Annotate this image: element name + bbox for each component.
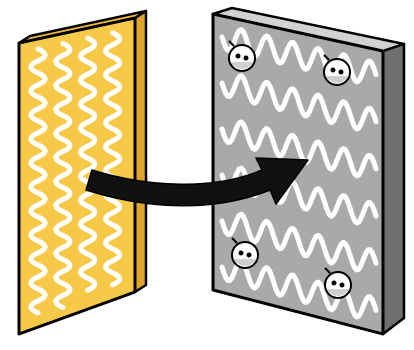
right-panel-side-face <box>381 42 406 336</box>
left-panel-side-face <box>133 9 148 294</box>
zigzag-strand-icon <box>28 46 48 316</box>
round-particle-icon <box>324 267 352 299</box>
zigzag-strand-icon <box>53 41 73 310</box>
sine-wave-icon <box>219 119 379 179</box>
zigzag-strand-icon <box>78 35 98 293</box>
left-panel <box>17 9 148 336</box>
sine-wave-icon <box>219 73 379 132</box>
transfer-arrow <box>85 157 309 207</box>
curved-arrow-right-icon <box>85 157 309 207</box>
round-particle-icon <box>228 40 256 72</box>
left-panel-wave-pattern <box>28 30 122 316</box>
right-panel <box>211 6 406 336</box>
sine-wave-icon <box>219 211 379 273</box>
round-particle-icon <box>323 54 351 86</box>
right-panel-particles <box>228 40 352 299</box>
zigzag-strand-icon <box>103 30 122 288</box>
sine-wave-icon <box>219 257 379 320</box>
round-particle-icon <box>231 237 259 269</box>
